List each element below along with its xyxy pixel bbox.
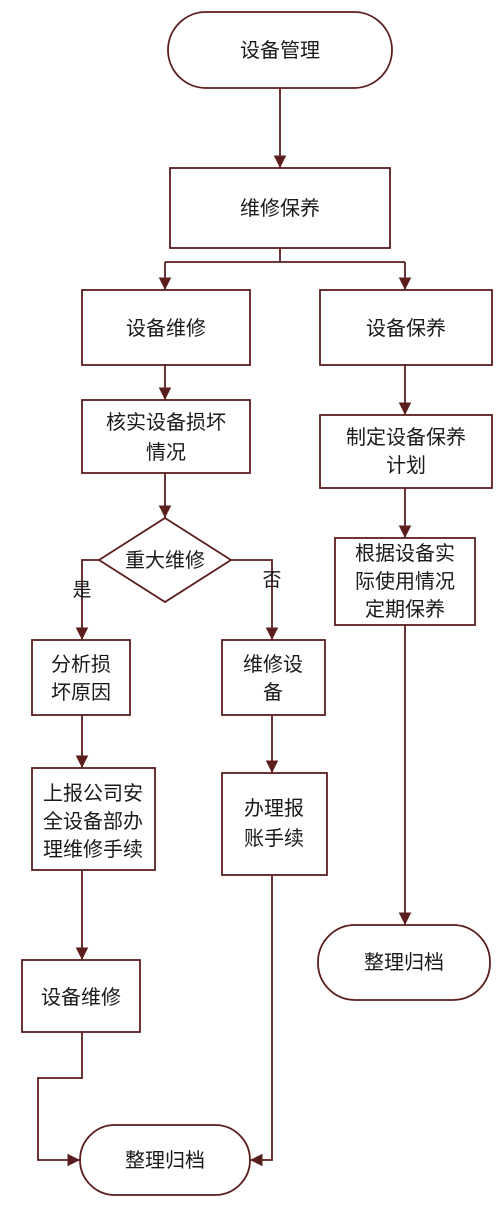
process-shape (319, 289, 493, 366)
terminal-shape (79, 1124, 251, 1196)
node-verify-damage-line-2: 情况 (146, 440, 186, 464)
node-repair: 设备维修 (81, 289, 251, 366)
process-shape (221, 639, 326, 716)
node-maintenance: 维修保养 (169, 167, 391, 249)
node-reimbursement-line-1: 办理报 (244, 796, 304, 820)
node-reimbursement: 办理报 账手续 (221, 772, 328, 876)
node-analyze-cause: 分析损 坏原因 (31, 639, 131, 716)
node-verify-damage-line-1: 核实设备损坏 (106, 410, 226, 434)
node-repair-final-label: 设备维修 (41, 985, 121, 1009)
edge-maintenance-split (165, 248, 405, 263)
node-upkeep: 设备保养 (319, 289, 493, 366)
node-repair-equipment: 维修设 备 (221, 639, 326, 716)
node-make-plan-line-2: 计划 (386, 453, 426, 477)
edge-decision-no (231, 559, 279, 640)
node-archive-left: 整理归档 (79, 1124, 251, 1196)
edge-label-yes: 是 (72, 579, 91, 601)
process-shape (21, 959, 141, 1033)
node-report-dept-line-1: 上报公司安 (43, 781, 143, 805)
node-start-label: 设备管理 (240, 38, 320, 62)
process-shape (81, 289, 251, 366)
node-archive-right-label: 整理归档 (364, 950, 444, 974)
terminal-shape (167, 11, 393, 89)
process-shape (221, 772, 328, 876)
node-verify-damage: 核实设备损坏 情况 (81, 399, 251, 474)
node-periodic-upkeep-line-1: 根据设备实 (355, 541, 455, 565)
node-maintenance-label: 维修保养 (240, 196, 320, 220)
node-archive-right: 整理归档 (317, 924, 491, 1001)
node-repair-equipment-line-2: 备 (263, 680, 283, 704)
edge-label-no: 否 (262, 569, 281, 591)
terminal-shape (317, 924, 491, 1001)
process-shape (81, 399, 251, 474)
node-report-dept-line-3: 理维修手续 (43, 837, 143, 861)
node-periodic-upkeep-line-2: 际使用情况 (355, 569, 455, 593)
node-report-dept: 上报公司安 全设备部办 理维修手续 (31, 767, 156, 871)
node-start: 设备管理 (167, 11, 393, 89)
node-periodic-upkeep-line-3: 定期保养 (365, 597, 445, 621)
process-shape (31, 767, 156, 871)
node-upkeep-label: 设备保养 (366, 316, 446, 340)
node-repair-equipment-line-1: 维修设 (243, 652, 303, 676)
node-major-repair-decision: 重大维修 (97, 516, 233, 604)
edges (37, 88, 412, 1167)
process-shape (319, 414, 493, 489)
node-analyze-cause-line-1: 分析损 (51, 652, 111, 676)
edge-repair-final-to-archive (37, 1032, 83, 1167)
process-shape (169, 167, 391, 249)
node-repair-label: 设备维修 (126, 316, 206, 340)
node-make-plan: 制定设备保养 计划 (319, 414, 493, 489)
node-periodic-upkeep: 根据设备实 际使用情况 定期保养 (334, 537, 476, 626)
edge-decision-yes (75, 559, 99, 640)
node-archive-left-label: 整理归档 (125, 1148, 205, 1172)
node-major-repair-label: 重大维修 (125, 548, 205, 572)
node-make-plan-line-1: 制定设备保养 (346, 425, 466, 449)
node-repair-final: 设备维修 (21, 959, 141, 1033)
process-shape (334, 537, 476, 626)
node-analyze-cause-line-2: 坏原因 (51, 680, 111, 704)
node-reimbursement-line-2: 账手续 (244, 826, 304, 850)
process-shape (31, 639, 131, 716)
edge-reimbursement-to-archive (250, 875, 273, 1167)
node-report-dept-line-2: 全设备部办 (43, 809, 143, 833)
decision-shape (97, 516, 233, 604)
